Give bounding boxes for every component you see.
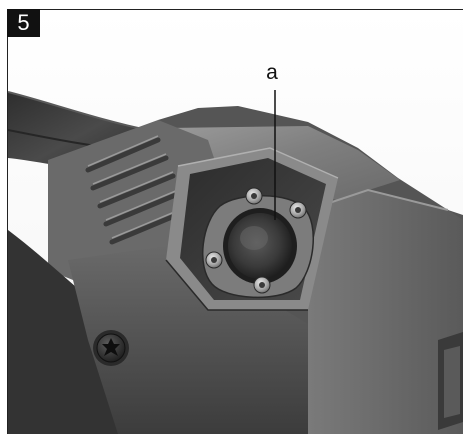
tool-photo-illustration (8, 10, 463, 434)
figure-number-badge: 5 (7, 9, 40, 37)
mounting-screw-icon (253, 276, 271, 294)
callout-label-a: a (266, 61, 278, 84)
mounting-screw-icon (205, 251, 223, 269)
frame-left-line (7, 9, 8, 434)
mounting-screw-icon (289, 201, 307, 219)
torx-screw-icon (93, 330, 129, 366)
frame-top-line (7, 9, 463, 10)
mounting-screw-icon (245, 187, 263, 205)
tool-photo (8, 10, 463, 434)
